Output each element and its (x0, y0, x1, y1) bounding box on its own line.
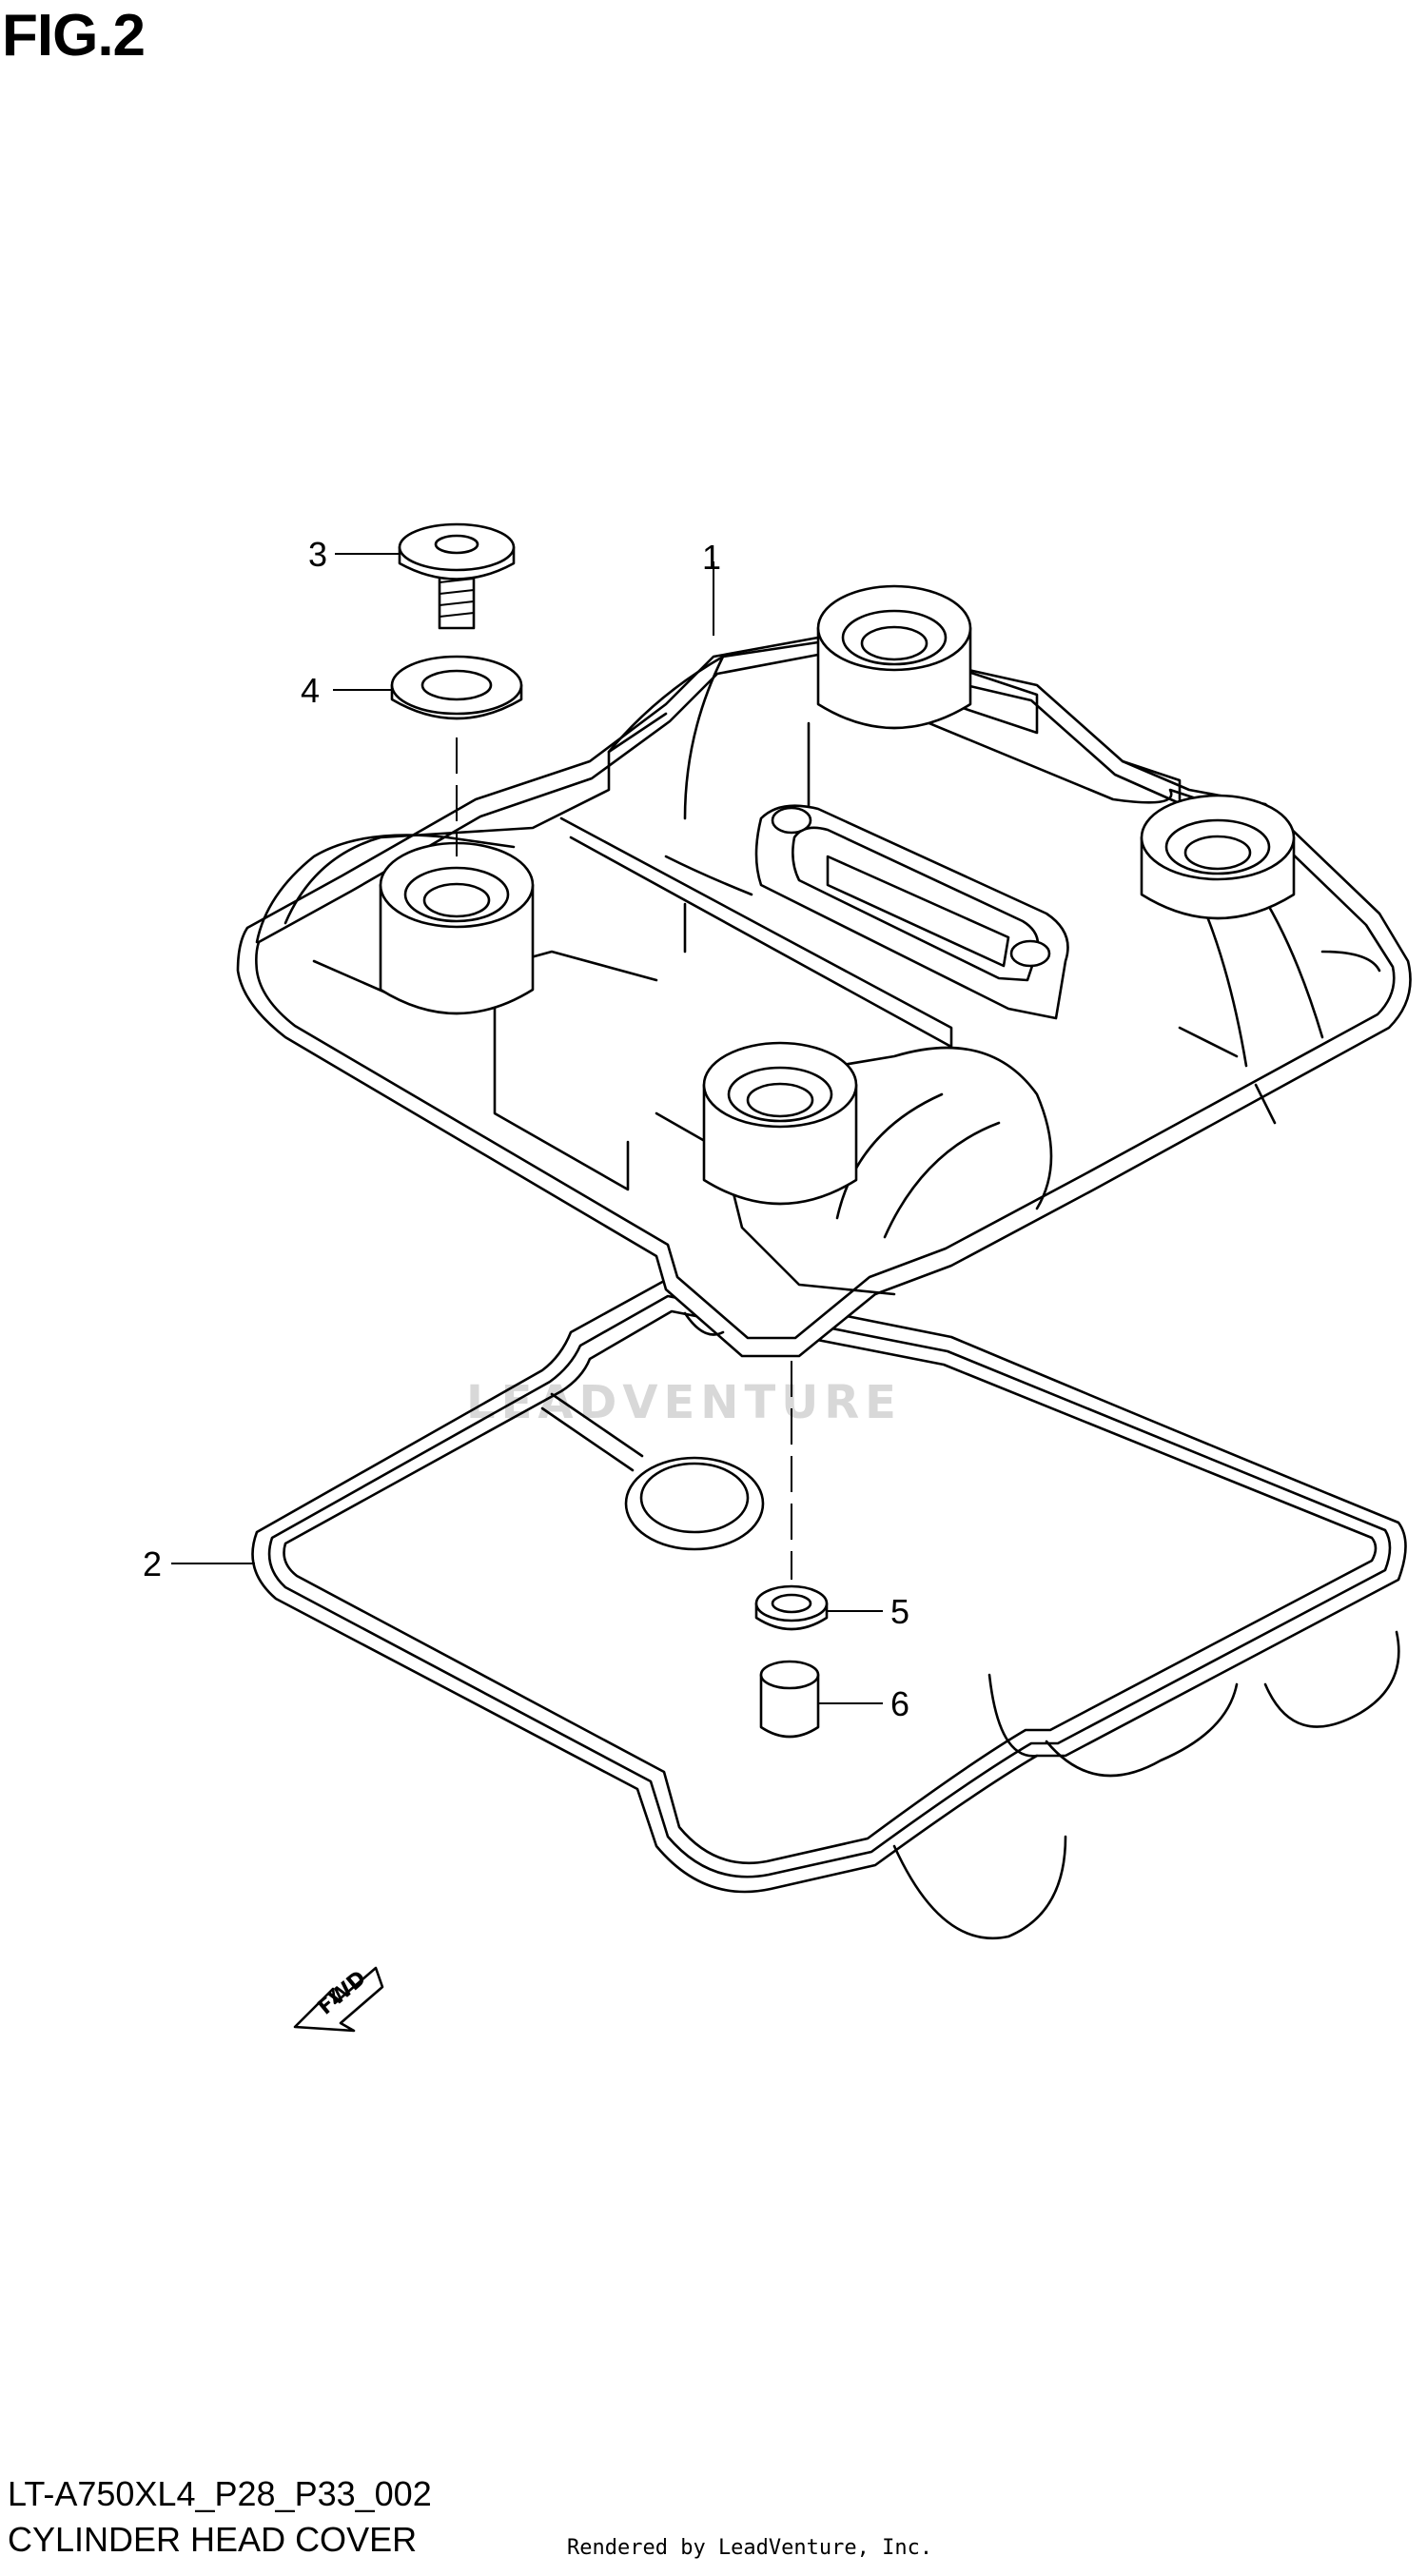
fwd-arrow-icon: FWD (293, 1966, 384, 2033)
plug-boss-front-right (1140, 794, 1296, 920)
watermark: LEADVENTURE (466, 1376, 902, 1429)
seal-ring[interactable] (754, 1584, 829, 1631)
dowel-pin[interactable] (759, 1660, 820, 1739)
callout-5: 5 (890, 1592, 909, 1631)
plug-boss-front-left (702, 1041, 858, 1206)
callout-6: 6 (890, 1684, 909, 1723)
plug-boss-rear-right (816, 584, 972, 730)
rendered-by: Rendered by LeadVenture, Inc. (567, 2536, 933, 2560)
bolt[interactable] (398, 522, 516, 630)
cylinder-head-cover[interactable] (236, 584, 1412, 1358)
model-code: LT-A750XL4_P28_P33_002 (8, 2474, 432, 2513)
callout-2: 2 (143, 1544, 162, 1583)
gasket[interactable] (251, 1278, 1407, 1940)
callout-3: 3 (308, 535, 327, 574)
washer[interactable] (390, 655, 523, 720)
plug-boss-rear-left (379, 841, 535, 1015)
callout-1: 1 (702, 538, 721, 577)
callout-4: 4 (301, 671, 320, 710)
leader-lines (171, 553, 883, 1704)
diagram-caption: CYLINDER HEAD COVER (8, 2520, 418, 2559)
assembly-lines (456, 737, 792, 1580)
figure-title: FIG.2 (2, 3, 146, 69)
